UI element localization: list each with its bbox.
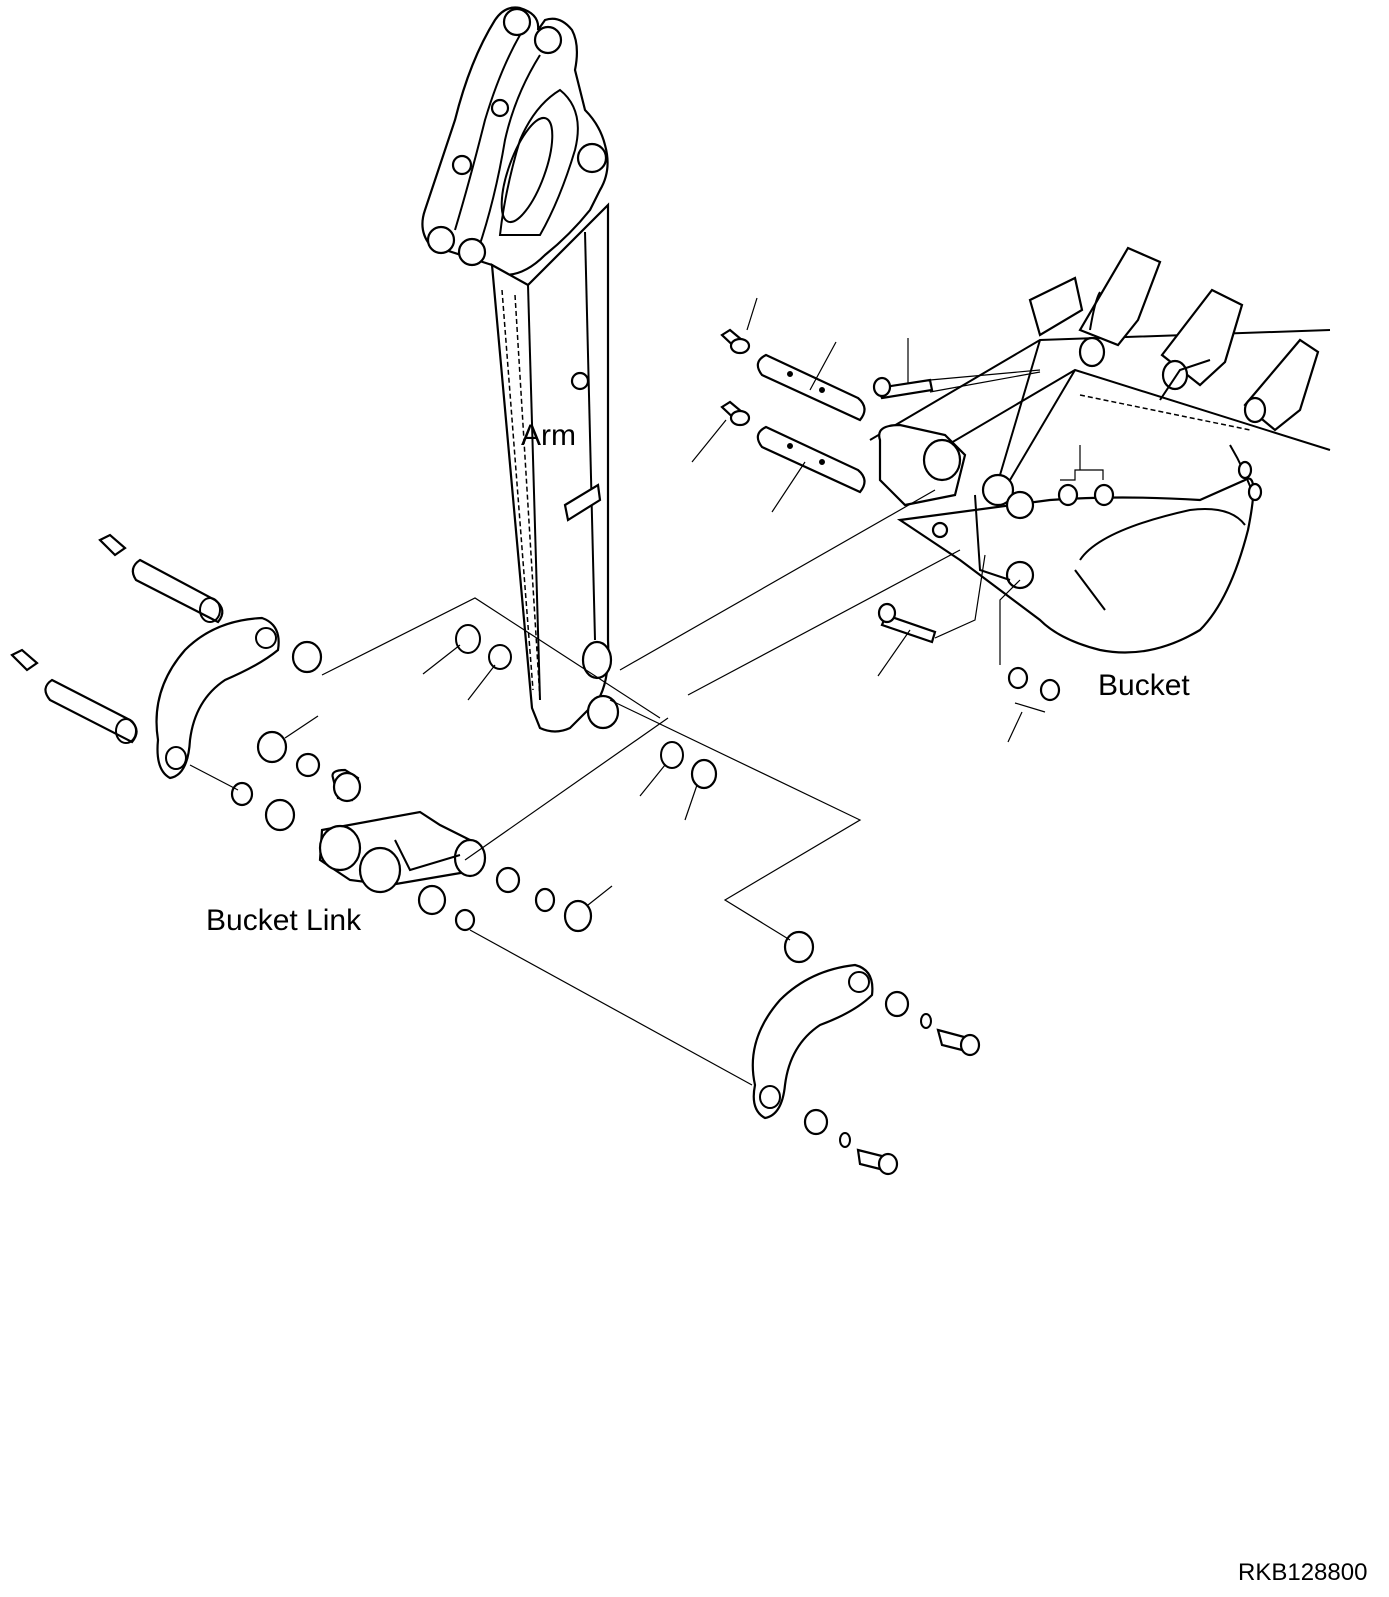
bucket-link-label: Bucket Link bbox=[206, 904, 362, 937]
bucket-label: Bucket bbox=[1098, 669, 1190, 702]
bucket-link-part bbox=[10, 533, 981, 1176]
bucket-teeth bbox=[1028, 246, 1320, 502]
leader-lines bbox=[189, 297, 1104, 1086]
bucket-part bbox=[869, 246, 1331, 654]
arm-label: Arm bbox=[521, 419, 576, 452]
drawing-code: RKB128800 bbox=[1238, 1559, 1368, 1586]
arm-part bbox=[421, 6, 620, 733]
